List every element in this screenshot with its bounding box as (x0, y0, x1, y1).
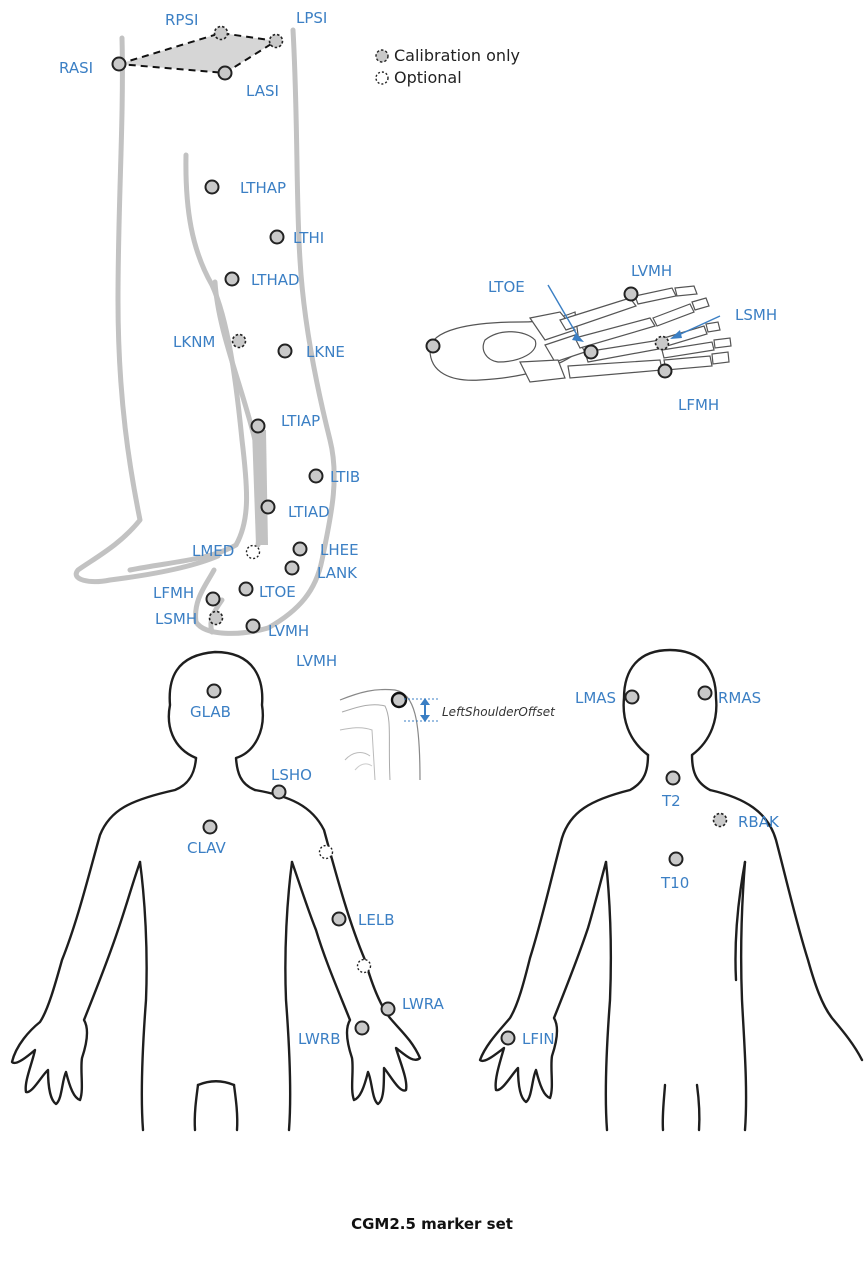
marker-lmed (247, 546, 260, 559)
marker-ltib (310, 470, 323, 483)
label-lwrb: LWRB (298, 1030, 341, 1048)
leg-labels: RPSI LPSI RASI LASI LTHAP LTHI LTHAD LKN… (59, 9, 360, 640)
inset-annotation: LeftShoulderOffset (442, 705, 556, 719)
marker-rmas (699, 687, 712, 700)
legend: Calibration only Optional (376, 46, 520, 87)
label-lsmh: LSMH (155, 610, 197, 628)
label-rasi: RASI (59, 59, 93, 77)
label-lthap: LTHAP (240, 179, 286, 197)
marker-lpsi (270, 35, 283, 48)
marker-lkne (279, 345, 292, 358)
marker-foot-heel (427, 340, 440, 353)
label-lhee: LHEE (320, 541, 359, 559)
label-lmas: LMAS (575, 689, 616, 707)
marker-lwra (382, 1003, 395, 1016)
label-foot-lvmh: LVMH (631, 262, 672, 280)
marker-lhee (294, 543, 307, 556)
label-lasi: LASI (246, 82, 279, 100)
foot-skeleton (430, 285, 731, 382)
marker-t2 (667, 772, 680, 785)
label-inset-marker: LVMH (296, 652, 337, 670)
label-lmed: LMED (192, 542, 234, 560)
label-foot-lfmh: LFMH (678, 396, 719, 414)
marker-ltoe (240, 583, 253, 596)
marker-upperarm-optional (320, 846, 333, 859)
legend-optional-icon (376, 72, 388, 84)
label-lvmh: LVMH (268, 622, 309, 640)
marker-clav (204, 821, 217, 834)
legend-calibration-label: Calibration only (394, 46, 520, 65)
label-rmas: RMAS (718, 689, 761, 707)
marker-t10 (670, 853, 683, 866)
marker-lelb (333, 913, 346, 926)
label-lfmh: LFMH (153, 584, 194, 602)
marker-lfmh (207, 593, 220, 606)
marker-foot-lfmh (659, 365, 672, 378)
marker-glab (208, 685, 221, 698)
label-lfin: LFIN (522, 1030, 555, 1048)
label-ltib: LTIB (330, 468, 360, 486)
marker-lvmh (247, 620, 260, 633)
marker-lthap (206, 181, 219, 194)
pelvis-quad (119, 33, 276, 73)
marker-foot-lsmh (656, 337, 669, 350)
label-clav: CLAV (187, 839, 226, 857)
label-lsho: LSHO (271, 766, 312, 784)
label-t2: T2 (661, 792, 681, 810)
label-lelb: LELB (358, 911, 394, 929)
label-lwra: LWRA (402, 995, 445, 1013)
label-rbak: RBAK (738, 813, 780, 831)
marker-lank (286, 562, 299, 575)
marker-lfin (502, 1032, 515, 1045)
marker-forearm-optional (358, 960, 371, 973)
marker-foot-lvmh (625, 288, 638, 301)
label-t10: T10 (660, 874, 689, 892)
label-ltiap: LTIAP (281, 412, 320, 430)
marker-lasi (219, 67, 232, 80)
legend-optional-label: Optional (394, 68, 462, 87)
label-lthi: LTHI (293, 229, 324, 247)
diagram-caption: CGM2.5 marker set (351, 1215, 513, 1233)
marker-lsho (273, 786, 286, 799)
label-foot-ltoe: LTOE (488, 278, 525, 296)
legend-calibration-icon (376, 50, 388, 62)
marker-lwrb (356, 1022, 369, 1035)
label-lkne: LKNE (306, 343, 345, 361)
label-glab: GLAB (190, 703, 231, 721)
marker-foot-ltoe (585, 346, 598, 359)
marker-lsmh (210, 612, 223, 625)
marker-ltiap (252, 420, 265, 433)
label-rpsi: RPSI (165, 11, 198, 29)
marker-lmas (626, 691, 639, 704)
shoulder-inset: LeftShoulderOffset LVMH (296, 652, 558, 784)
label-lank: LANK (317, 564, 358, 582)
marker-lthi (271, 231, 284, 244)
label-lpsi: LPSI (296, 9, 327, 27)
marker-lknm (233, 335, 246, 348)
label-foot-lsmh: LSMH (735, 306, 777, 324)
marker-ltiad (262, 501, 275, 514)
label-ltiad: LTIAD (288, 503, 330, 521)
label-ltoe: LTOE (259, 583, 296, 601)
marker-inset-shoulder (392, 693, 406, 707)
marker-rasi (113, 58, 126, 71)
marker-lthad (226, 273, 239, 286)
label-lknm: LKNM (173, 333, 215, 351)
marker-rbak (714, 814, 727, 827)
marker-rpsi (215, 27, 228, 40)
label-lthad: LTHAD (251, 271, 300, 289)
